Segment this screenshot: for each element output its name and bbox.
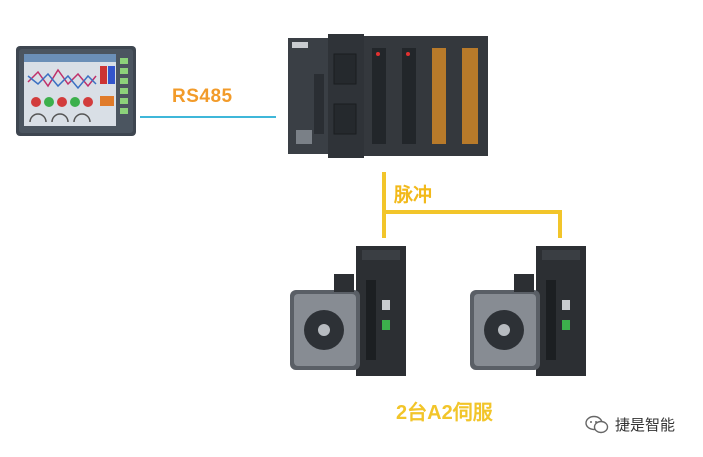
plc-controller bbox=[288, 34, 494, 158]
watermark-text: 捷是智能 bbox=[615, 417, 676, 434]
wechat-icon bbox=[585, 415, 609, 435]
hmi-touch-panel bbox=[16, 46, 136, 136]
servo-drive-motor-2 bbox=[466, 240, 594, 380]
wechat-watermark: 捷是智能 bbox=[585, 414, 675, 435]
pulse-label: 脉冲 bbox=[394, 185, 433, 206]
servo-group-caption: 2台A2伺服 bbox=[396, 402, 493, 424]
servo-drive-motor-1 bbox=[286, 240, 414, 380]
rs485-label: RS485 bbox=[172, 86, 233, 107]
pulse-bracket-line bbox=[382, 172, 562, 238]
